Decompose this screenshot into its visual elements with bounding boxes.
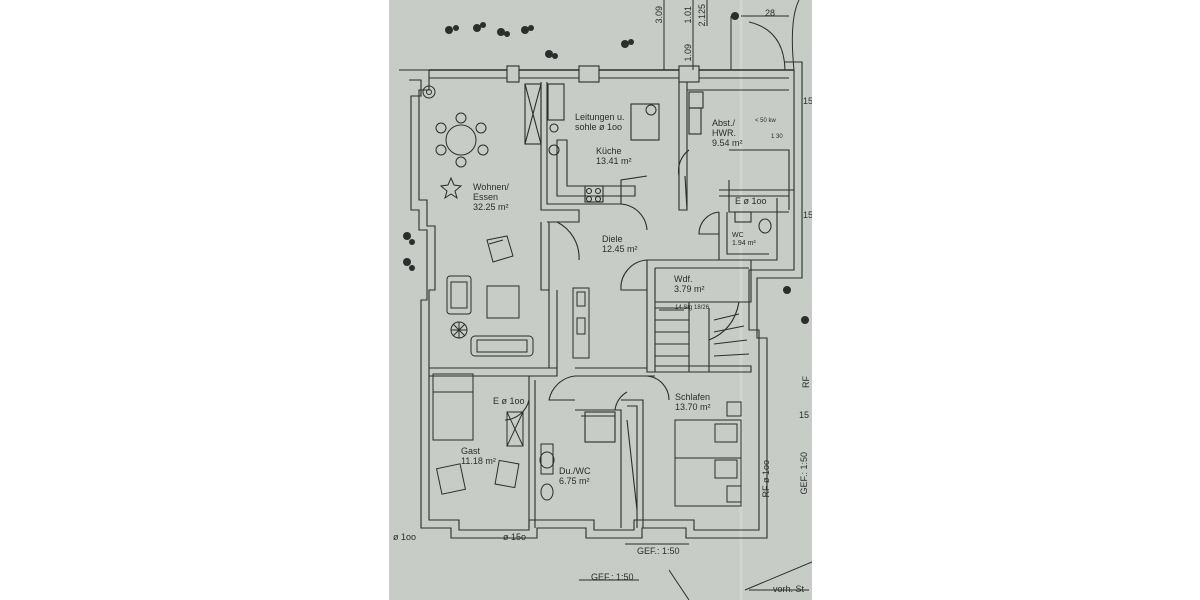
room-wdf-area: 3.79 m² (674, 284, 705, 294)
interior-walls (429, 82, 794, 528)
dim-28: 28 (765, 8, 776, 18)
note-pipe-small: < 50 kw (755, 118, 776, 124)
furniture (422, 85, 742, 507)
floor-plan-drawing (389, 0, 812, 600)
room-abst-label: Abst./ HWR. 9.54 m² (712, 118, 743, 148)
room-kueche-name: Küche (596, 146, 622, 156)
room-kueche-label: Küche 13.41 m² (596, 146, 632, 166)
dimension-lines (579, 0, 812, 600)
room-kueche-area: 13.41 m² (596, 156, 632, 166)
room-wdf-label: Wdf. 3.79 m² (674, 274, 705, 294)
note-stairs: 14 Stg 18/26 (675, 305, 710, 311)
room-gast-label: Gast 11.18 m² (461, 446, 496, 466)
room-schlafen-area: 13.70 m² (675, 402, 711, 412)
room-wc-area: 1.94 m² (732, 240, 756, 247)
note-right-edge-4: 15 (799, 410, 810, 420)
bed-icon (432, 373, 474, 441)
toilet-icon (540, 483, 554, 501)
dim-2125: 2.125 (697, 4, 707, 27)
room-diele-label: Diele 12.45 m² (602, 234, 638, 254)
room-schlafen-label: Schlafen 13.70 m² (675, 392, 711, 412)
note-leitungen: Leitungen u. sohle ø 1oo (575, 112, 625, 132)
room-duwc-area: 6.75 m² (559, 476, 590, 486)
stove-icon (645, 104, 657, 116)
dim-309: 3.09 (654, 6, 664, 24)
note-rf-right: RF ø 1oo (761, 460, 771, 498)
armchair-icon (486, 235, 514, 263)
dim-109: 1.09 (683, 44, 693, 62)
note-gef-right: GEF.: 1:50 (799, 452, 809, 495)
room-wc-label: WC 1.94 m² (732, 232, 756, 247)
note-pipe-left: ø 1oo (393, 532, 417, 542)
room-wohnen-area: 32.25 m² (473, 202, 509, 212)
note-right-edge-3: RF (801, 376, 811, 388)
room-duwc-label: Du./WC 6.75 m² (559, 466, 591, 486)
dining-table-icon (445, 124, 477, 156)
room-diele-name: Diele (602, 234, 623, 244)
room-wohnen-name-2: Essen (473, 192, 499, 202)
room-diele-area: 12.45 m² (602, 244, 638, 254)
room-wohnen-name: Wohnen/ (473, 182, 509, 192)
scale-outer: GEF.: 1:50 (591, 572, 634, 582)
scale-inner: GEF.: 1:50 (637, 546, 680, 556)
note-pipe-bottom: ø 15o (503, 532, 527, 542)
sofa-icon (446, 275, 472, 315)
note-vorh: vorh. St (773, 584, 805, 594)
note-e100-top: E ø 1oo (735, 196, 767, 206)
dim-101: 1.01 (683, 6, 693, 24)
floor-plan-scan: Wohnen/ Essen 32.25 m² Leitungen u. sohl… (389, 0, 812, 600)
tree-icon (422, 85, 436, 99)
room-wohnen-label: Wohnen/ Essen 32.25 m² (473, 182, 509, 212)
note-e100-left: E ø 1oo (493, 396, 525, 406)
room-abst-area: 9.54 m² (712, 138, 743, 148)
sink-icon (539, 451, 555, 469)
plant-icon (439, 176, 463, 200)
note-right-edge-1: 15 (803, 96, 812, 106)
note-right-edge-2: 15 (803, 210, 812, 220)
trees-outdoor (403, 12, 809, 324)
room-gast-area: 11.18 m² (461, 456, 496, 466)
note-pipe-small-2: 1 30 (771, 134, 783, 140)
